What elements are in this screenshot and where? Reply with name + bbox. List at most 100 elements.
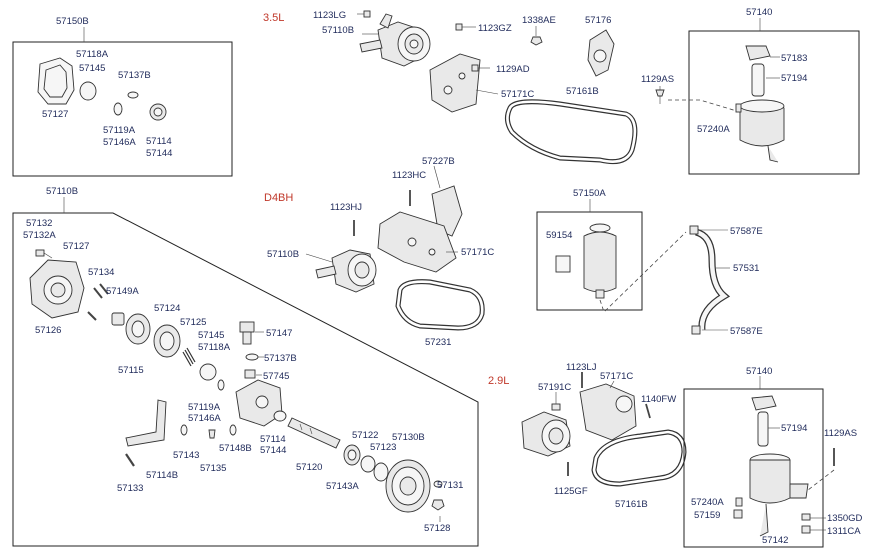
label-57144: 57144 [146,148,172,159]
label-1123hc: 1123HC [392,170,426,181]
bearing-57122 [343,444,361,466]
label-57140: 57140 [746,7,772,18]
bolt-1129as-upper [655,86,665,104]
pump-2-9l [521,411,571,457]
label-1140fw: 1140FW [641,394,676,405]
label-57231: 57231 [425,337,451,348]
clip-57240a-upper [735,103,742,113]
bracket-57114b [125,399,167,447]
small-o-ring-part [127,91,139,99]
label-1129ad: 1129AD [496,64,530,75]
label-57194-lower: 57194 [781,423,807,434]
label-57587e-bottom: 57587E [730,326,763,337]
label-57146a-detail: 57146A [188,413,221,424]
tensioner-57176 [587,29,615,77]
label-1123lj: 1123LJ [566,362,597,373]
oil-seal-part [149,103,167,121]
filter-57194 [751,63,765,97]
label-1338ae: 1338AE [522,15,556,26]
section-label-d4bh: D4BH [264,192,293,204]
bolt-1129ad [471,64,490,72]
pulley-57130b [385,459,431,513]
pump-assembly-3-5l [359,13,431,67]
label-sticker-59154 [555,255,571,273]
label-57587e-top: 57587E [730,226,763,237]
label-1123gz: 1123GZ [478,23,512,34]
label-1123lg: 1123LG [313,10,346,21]
label-57137b: 57137B [118,70,151,81]
label-57126: 57126 [35,325,61,336]
label-57115: 57115 [118,365,144,376]
label-1125gf: 1125GF [554,486,588,497]
label-57124: 57124 [154,303,180,314]
bolt-57132 [35,249,53,259]
washer-57148b [229,424,237,436]
label-57143: 57143 [173,450,199,461]
label-57159: 57159 [694,510,720,521]
cam-ring-57115 [125,313,151,345]
label-57119a: 57119A [103,125,136,136]
bolt-1140fw [645,403,651,419]
section-label-2-9l: 2.9L [488,375,509,387]
label-57161b: 57161B [566,86,599,97]
label-57128: 57128 [424,523,450,534]
washer-57119a [217,379,225,391]
label-57127-detail: 57127 [63,241,89,252]
label-57194: 57194 [781,73,807,84]
label-57149a: 57149A [106,286,139,297]
label-57145-detail: 57145 [198,330,224,341]
ring-57123 [360,455,376,473]
label-57118a: 57118A [76,49,109,60]
screw-57135 [208,429,216,439]
clip-57240a-lower [735,497,743,507]
gasket-part [37,57,75,105]
label-57171c-2-9l: 57171C [600,371,633,382]
label-57191c: 57191C [538,382,571,393]
label-57114b: 57114B [146,470,178,481]
snap-ring-57143a [373,462,389,482]
label-57131: 57131 [437,480,463,491]
spring-57125 [182,347,196,367]
bolt-1123lg [357,10,371,18]
label-57110b-d4bh: 57110B [267,249,299,260]
label-57171c-d4bh: 57171C [461,247,494,258]
label-57130b: 57130B [392,432,425,443]
bracket-57171c-2-9l [579,383,637,441]
filter-57194-lower [757,411,769,447]
o-ring-57137b [245,353,259,361]
clamp-57587e-bottom [691,325,701,335]
reservoir-cap-57183 [745,45,771,61]
section-label-3-5l: 3.5L [263,12,284,24]
belt-57161b-upper [504,99,638,165]
label-57142: 57142 [762,535,788,546]
label-57122: 57122 [352,430,378,441]
reservoir-box-57150a [536,211,643,311]
clip-57143 [180,424,188,436]
label-57137b-detail: 57137B [264,353,297,364]
label-57183: 57183 [781,53,807,64]
label-57119a-detail: 57119A [188,402,221,413]
label-57132a: 57132A [23,230,56,241]
label-57171c: 57171C [501,89,534,100]
label-57148b: 57148B [219,443,252,454]
bolt-57133 [125,453,135,467]
reservoir-57150a [583,223,617,299]
label-57176: 57176 [585,15,611,26]
label-57240a-lower: 57240A [691,497,724,508]
label-59154: 59154 [546,230,572,241]
nut-1350gd [801,513,811,521]
label-57114-detail: 57114 [260,434,286,445]
clamp-57587e-top [689,225,699,235]
belt-57231 [395,279,485,331]
cap-lower [751,395,777,411]
label-57134: 57134 [88,267,114,278]
label-57123: 57123 [370,442,396,453]
label-57145: 57145 [79,63,105,74]
label-57140-lower: 57140 [746,366,772,377]
bracket-57171c-d4bh [377,211,457,273]
label-57531: 57531 [733,263,759,274]
label-57143a: 57143A [326,481,359,492]
bracket-3-5l [429,53,481,113]
label-1123hj: 1123HJ [330,202,362,213]
